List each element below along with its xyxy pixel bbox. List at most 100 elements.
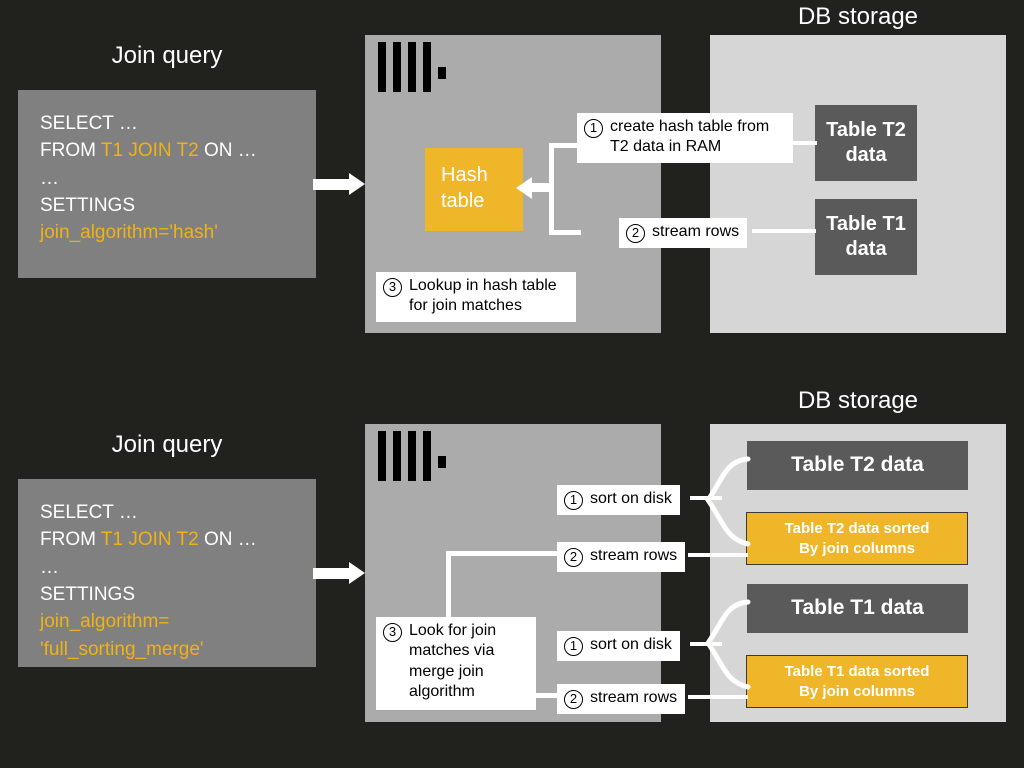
merge-storage-t2-sorted-line1: Table T2 data sorted xyxy=(784,519,930,537)
merge-join-storage-panel: Table T2 data Table T2 data sorted By jo… xyxy=(710,424,1006,722)
callout-lookup-hash-table: 3 Lookup in hash table for join matches xyxy=(376,272,576,322)
bracket-bottom-stub-hash xyxy=(549,230,581,235)
merge-join-query-box: SELECT … FROM T1 JOIN T2 ON … … SETTINGS… xyxy=(18,479,316,667)
connector-t2-to-step1 xyxy=(789,141,817,145)
hash-join-query-arrow-shaft xyxy=(313,179,351,190)
callout-stream-rows-t1-text: stream rows xyxy=(590,689,678,706)
query-line-settings: SETTINGS xyxy=(40,195,136,217)
storage-block-t2: Table T2 data xyxy=(815,105,917,181)
brace-t2-sort xyxy=(704,456,751,547)
merge-storage-block-t1-raw-label: Table T1 data xyxy=(791,596,924,620)
merge-query-line-from: FROM T1 JOIN T2 ON … xyxy=(40,526,294,553)
logo-bar-2 xyxy=(393,42,401,92)
merge-storage-block-t2-sorted: Table T2 data sorted By join columns xyxy=(746,512,968,565)
merge-storage-t1-sorted-line1: Table T1 data sorted xyxy=(784,662,930,680)
storage-block-t1-line2: data xyxy=(845,238,887,260)
logo-bar-1 xyxy=(378,431,386,481)
step-number-1: 1 xyxy=(584,119,603,138)
hash-join-query-heading: Join query xyxy=(111,42,223,69)
merge-join-query-heading: Join query xyxy=(111,431,223,458)
callout-sort-on-disk-t2-text: sort on disk xyxy=(590,490,672,507)
callout-create-hash-line1: create hash table from xyxy=(610,118,770,135)
callout-create-hash-line2: T2 data in RAM xyxy=(610,138,722,156)
query-line-join-algorithm: join_algorithm='hash' xyxy=(40,222,218,244)
step-number-1: 1 xyxy=(564,637,583,656)
logo-bar-3 xyxy=(408,42,416,92)
hash-join-storage-heading: DB storage xyxy=(797,3,919,30)
callout-stream-rows-t1: 2 stream rows xyxy=(557,684,686,714)
hash-join-storage-panel: Table T2 data Table T1 data xyxy=(710,35,1006,333)
callout-merge-line2: matches via xyxy=(409,642,495,660)
callout-create-hash-table: 1 create hash table from T2 data in RAM xyxy=(577,113,793,163)
merge-query-line-select: SELECT … xyxy=(40,502,138,523)
merge-storage-block-t1-sorted: Table T1 data sorted By join columns xyxy=(746,655,968,708)
merge-storage-block-t1-raw: Table T1 data xyxy=(747,584,968,633)
merge-storage-block-t2-raw-label: Table T2 data xyxy=(791,453,924,477)
callout-lookup-line1: Lookup in hash table xyxy=(409,277,557,294)
connector-t1-to-step2 xyxy=(752,229,816,233)
callout-lookup-line2: for join matches xyxy=(409,297,522,315)
callout-stream-rows-hash: 2 stream rows xyxy=(619,218,748,248)
callout-sort-on-disk-t1-text: sort on disk xyxy=(590,636,672,653)
bracket-top-stub-hash xyxy=(549,143,581,148)
hash-join-query-arrow-head xyxy=(349,173,365,195)
merge-query-line-settings: SETTINGS xyxy=(40,584,136,606)
step-number-2: 2 xyxy=(564,548,583,567)
hash-join-query-box: SELECT … FROM T1 JOIN T2 ON … … SETTINGS… xyxy=(18,90,316,278)
hash-table-label-line2: table xyxy=(441,190,485,212)
merge-query-from-accent: T1 JOIN T2 xyxy=(100,529,199,551)
callout-merge-line3: merge join xyxy=(409,662,484,680)
query-from-prefix: FROM xyxy=(40,140,101,162)
merge-query-from-suffix: ON … xyxy=(198,529,257,551)
logo-bar-3 xyxy=(408,431,416,481)
storage-block-t1-line1: Table T1 xyxy=(826,213,906,235)
query-line-ellipsis: … xyxy=(40,167,60,189)
bracket-arrow-head-hash xyxy=(516,177,532,199)
merge-stream-t1-left-shaft xyxy=(528,693,560,698)
step-number-1: 1 xyxy=(564,491,583,510)
connector-sort-t1-line xyxy=(690,642,722,646)
step-number-2: 2 xyxy=(626,224,645,243)
logo-bar-4 xyxy=(423,431,431,481)
logo-square xyxy=(438,456,446,468)
connector-stream-t2-line xyxy=(688,553,748,557)
query-line-from: FROM T1 JOIN T2 ON … xyxy=(40,137,294,164)
callout-merge-line1: Look for join xyxy=(409,622,497,639)
callout-merge-line4: algorithm xyxy=(409,683,475,701)
merge-query-from-prefix: FROM xyxy=(40,529,101,551)
clickhouse-logo xyxy=(378,42,448,92)
merge-query-line-join-algorithm: join_algorithm= xyxy=(40,611,170,633)
query-from-accent: T1 JOIN T2 xyxy=(100,140,199,162)
merge-storage-t1-sorted-line2: By join columns xyxy=(799,682,915,700)
callout-merge-join-lookup: 3 Look for join matches via merge join a… xyxy=(376,617,536,710)
connector-sort-t2-line xyxy=(690,496,722,500)
query-line-select: SELECT … xyxy=(40,113,138,134)
connector-stream-t1-line xyxy=(688,695,748,699)
hash-table-label-line1: Hash xyxy=(441,164,488,186)
logo-bar-2 xyxy=(393,431,401,481)
callout-sort-on-disk-t2: 1 sort on disk xyxy=(557,485,680,515)
clickhouse-logo-bottom xyxy=(378,431,448,481)
storage-block-t1: Table T1 data xyxy=(815,199,917,275)
hash-table-block: Hash table xyxy=(425,148,523,231)
merge-join-storage-heading: DB storage xyxy=(797,387,919,414)
step-number-3: 3 xyxy=(383,623,402,642)
step-number-3: 3 xyxy=(383,278,402,297)
logo-square xyxy=(438,67,446,79)
storage-block-t2-line2: data xyxy=(845,144,887,166)
logo-bar-1 xyxy=(378,42,386,92)
merge-query-line-ellipsis: … xyxy=(40,556,60,578)
logo-bar-4 xyxy=(423,42,431,92)
query-from-suffix: ON … xyxy=(198,140,257,162)
merge-stream-t2-left-shaft xyxy=(446,551,560,556)
merge-storage-block-t2-raw: Table T2 data xyxy=(747,441,968,490)
merge-query-line-algorithm-value: 'full_sorting_merge' xyxy=(40,638,204,660)
callout-stream-rows-t2: 2 stream rows xyxy=(557,542,686,572)
merge-storage-t2-sorted-line2: By join columns xyxy=(799,539,915,557)
callout-stream-rows-t2-text: stream rows xyxy=(590,547,678,564)
merge-join-query-arrow-shaft xyxy=(313,568,351,579)
storage-block-t2-line1: Table T2 xyxy=(826,119,906,141)
bracket-arrow-shaft-hash xyxy=(530,183,554,192)
callout-stream-rows-hash-text: stream rows xyxy=(652,223,740,240)
merge-join-query-arrow-head xyxy=(349,562,365,584)
